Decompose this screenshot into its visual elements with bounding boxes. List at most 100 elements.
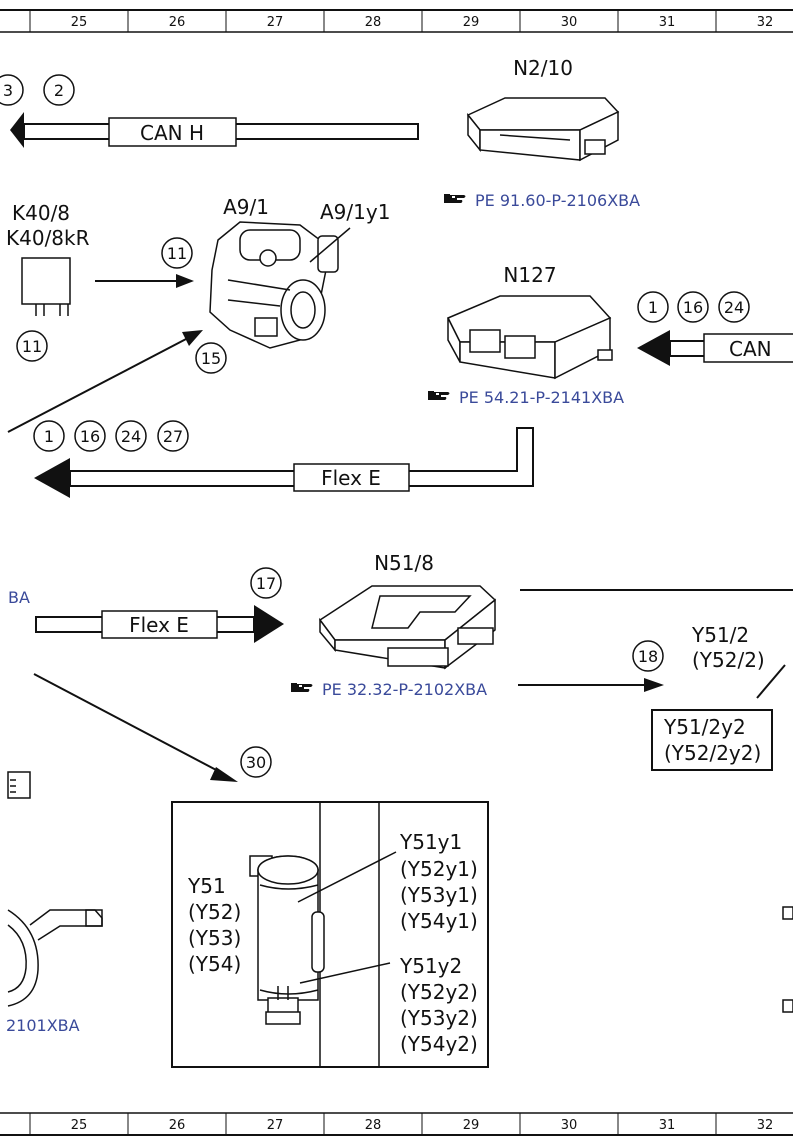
n2-10-reference: PE 91.60-P-2106XBA	[444, 191, 640, 210]
n51-8-label: N51/8	[374, 551, 434, 575]
pointing-hand-icon	[428, 391, 450, 400]
y52-label: (Y52)	[188, 900, 241, 924]
a9-1-compressor	[209, 221, 339, 349]
ruler-col: 31	[659, 15, 676, 30]
svg-text:16: 16	[683, 298, 703, 317]
callout: 16	[74, 420, 106, 452]
n127-label: N127	[503, 263, 556, 287]
y51y1-label: Y51y1	[399, 830, 462, 854]
callout: 11	[161, 237, 193, 269]
top-ruler: 25 26 27 28 29 30 31 32	[0, 9, 793, 33]
can-h-label: CAN H	[140, 121, 204, 145]
flex-e-mid-label: Flex E	[129, 613, 189, 637]
callout: 15	[195, 342, 227, 374]
n51-8-reference: PE 32.32-P-2102XBA	[291, 680, 487, 699]
y53y2-label: (Y53y2)	[400, 1006, 478, 1030]
callout: 11	[16, 330, 48, 362]
pointing-hand-icon	[291, 683, 313, 692]
a9-1-label: A9/1	[223, 195, 269, 219]
k40-8-label: K40/8	[12, 201, 70, 225]
svg-text:17: 17	[256, 574, 276, 593]
callout: 30	[240, 746, 272, 778]
y52y2-label: (Y52y2)	[400, 980, 478, 1004]
y53-label: (Y53)	[188, 926, 241, 950]
svg-text:16: 16	[80, 427, 100, 446]
ruler-col: 26	[169, 1118, 186, 1133]
callout: 1	[637, 291, 669, 323]
steering-switch-fragment	[7, 909, 103, 1007]
right-edge-fragment	[782, 999, 793, 1013]
svg-text:PE 54.21-P-2141XBA: PE 54.21-P-2141XBA	[459, 388, 624, 407]
ruler-col: 27	[267, 15, 284, 30]
arrow-to-y51-box	[33, 673, 238, 782]
y51y1-leader	[297, 851, 397, 903]
ruler-col: 27	[267, 1118, 284, 1133]
callout: 17	[250, 567, 282, 599]
n2-10-module	[466, 97, 620, 162]
svg-text:PE 91.60-P-2106XBA: PE 91.60-P-2106XBA	[475, 191, 640, 210]
callout: 1	[33, 420, 65, 452]
n2-10-label: N2/10	[513, 56, 573, 80]
svg-text:1: 1	[648, 298, 658, 317]
callout: 27	[157, 420, 189, 452]
ruler-col: 30	[561, 1118, 578, 1133]
a9-1y1-label: A9/1y1	[320, 200, 390, 224]
svg-text:11: 11	[22, 337, 42, 356]
can-h-bus: CAN H	[10, 112, 419, 148]
ruler-col: 28	[365, 15, 382, 30]
left-edge-fragment	[7, 771, 31, 799]
svg-text:24: 24	[121, 427, 141, 446]
arrow-to-a9-1	[95, 274, 194, 288]
ruler-col: 28	[365, 1118, 382, 1133]
ruler-col: 29	[463, 15, 480, 30]
svg-text:2: 2	[54, 81, 64, 100]
flex-e-mid-bus: Flex E	[35, 605, 284, 643]
y54y1-label: (Y54y1)	[400, 909, 478, 933]
n51-8-module	[318, 585, 497, 670]
arrow-to-y51-2	[518, 678, 664, 692]
callout: 3	[0, 74, 24, 106]
flex-e-top-label: Flex E	[321, 466, 381, 490]
can-right-label: CAN	[729, 337, 772, 361]
y52-2-label: (Y52/2)	[692, 648, 765, 672]
svg-text:18: 18	[638, 647, 658, 666]
y51y2-label: Y51y2	[399, 954, 462, 978]
callout: 2	[43, 74, 75, 106]
ruler-col: 29	[463, 1118, 480, 1133]
arrow-diagonal-to-a9-1	[7, 330, 203, 433]
n127-reference: PE 54.21-P-2141XBA	[428, 388, 624, 407]
ruler-col: 32	[757, 1118, 774, 1133]
svg-text:3: 3	[3, 81, 13, 100]
a9-1y1-leader	[309, 227, 351, 263]
ruler-col: 31	[659, 1118, 676, 1133]
y53y1-label: (Y53y1)	[400, 883, 478, 907]
y54y2-label: (Y54y2)	[400, 1032, 478, 1056]
svg-text:Y51/2y2: Y51/2y2	[663, 715, 746, 739]
y51-2y2-box: Y51/2y2 (Y52/2y2)	[651, 709, 773, 771]
bottom-ruler: 25 26 27 28 29 30 31 32	[0, 1112, 793, 1136]
pointing-hand-icon	[444, 194, 466, 203]
callout: 24	[718, 291, 750, 323]
svg-text:1: 1	[44, 427, 54, 446]
right-edge-fragment	[782, 906, 793, 920]
k40-8-relay	[21, 257, 71, 316]
ruler-col: 25	[71, 15, 88, 30]
svg-text:PE 32.32-P-2102XBA: PE 32.32-P-2102XBA	[322, 680, 487, 699]
can-bus-right: CAN	[637, 330, 793, 366]
k40-8kr-label: K40/8kR	[6, 226, 90, 250]
left-mid-reference: BA	[8, 588, 30, 607]
ruler-col: 30	[561, 15, 578, 30]
ruler-col: 32	[757, 15, 774, 30]
y51y2-leader	[299, 962, 391, 984]
y51-valve	[249, 855, 325, 1025]
flex-e-top-bus: Flex E	[34, 427, 534, 498]
y51-2-leader	[756, 664, 786, 699]
svg-text:15: 15	[201, 349, 221, 368]
callout: 16	[677, 291, 709, 323]
svg-text:30: 30	[246, 753, 266, 772]
y52y1-label: (Y52y1)	[400, 857, 478, 881]
svg-text:(Y52/2y2): (Y52/2y2)	[664, 741, 761, 765]
callout: 24	[115, 420, 147, 452]
ruler-col: 26	[169, 15, 186, 30]
ruler-col: 25	[71, 1118, 88, 1133]
